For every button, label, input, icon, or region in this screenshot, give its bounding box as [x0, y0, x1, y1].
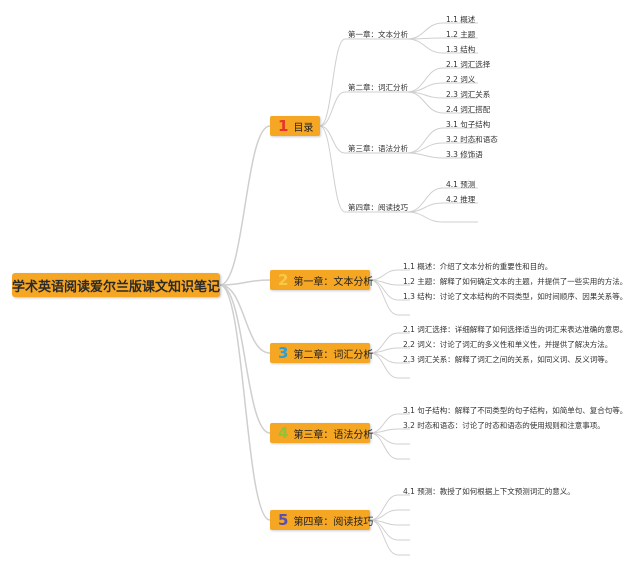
connector — [406, 211, 444, 223]
connector — [219, 279, 271, 286]
branch-chapter-2[interactable]: 3 第二章：词汇分析 — [270, 343, 374, 363]
toc-item[interactable]: 1.3 结构 — [446, 45, 476, 54]
connector — [406, 67, 444, 93]
connector — [369, 413, 399, 434]
note-item[interactable]: 3.2 时态和语态：讨论了时态和语态的使用规则和注意事项。 — [403, 421, 605, 430]
branch-chapter-3[interactable]: 4 第三章：语法分析 — [270, 423, 374, 443]
toc-item[interactable]: 4.2 推理 — [446, 195, 476, 204]
toc-item[interactable]: 3.1 句子结构 — [446, 120, 491, 129]
toc-item[interactable]: 2.4 词汇搭配 — [446, 105, 491, 114]
branch-number: 4 — [278, 424, 289, 442]
connector — [319, 125, 346, 213]
connector — [369, 509, 399, 521]
toc-item[interactable]: 1.2 主题 — [446, 30, 476, 39]
note-item[interactable]: 3.1 句子结构：解释了不同类型的句子结构，如简单句、复合句等。 — [403, 406, 628, 415]
connector — [369, 432, 399, 460]
connector — [219, 284, 271, 354]
toc-item[interactable]: 4.1 预测 — [446, 180, 476, 189]
root-node[interactable]: 学术英语阅读爱尔兰版课文知识笔记 — [12, 273, 220, 297]
connector — [406, 152, 444, 159]
toc-chapter[interactable]: 第四章：阅读技巧 — [348, 203, 408, 212]
branch-number: 3 — [278, 344, 289, 362]
toc-chapter[interactable]: 第一章：文本分析 — [348, 30, 408, 39]
note-item[interactable]: 2.2 词义：讨论了词汇的多义性和单义性，并提供了解决方法。 — [403, 340, 613, 349]
toc-item[interactable]: 3.3 修饰语 — [446, 150, 483, 159]
connector — [219, 284, 271, 521]
toc-chapter[interactable]: 第三章：语法分析 — [348, 144, 408, 153]
branch-label: 第二章：词汇分析 — [293, 349, 374, 361]
connector — [369, 494, 399, 521]
branch-number: 2 — [278, 271, 289, 289]
branch-number: 1 — [278, 117, 289, 135]
connector — [219, 284, 271, 434]
connector — [406, 38, 444, 54]
connector — [319, 38, 346, 127]
connector — [369, 269, 399, 281]
toc-item[interactable]: 3.2 时态和语态 — [446, 135, 498, 144]
connector — [406, 202, 444, 213]
connector — [219, 125, 271, 286]
toc-item[interactable]: 2.2 词义 — [446, 75, 476, 84]
connector — [369, 428, 399, 434]
connector — [369, 432, 399, 445]
root-title: 学术英语阅读爱尔兰版课文知识笔记 — [12, 279, 221, 295]
connector — [319, 125, 346, 154]
branch-toc[interactable]: 1 目录 — [270, 116, 320, 136]
branch-label: 第三章：语法分析 — [293, 429, 374, 441]
connector — [406, 22, 444, 40]
branch-chapter-4[interactable]: 5 第四章：阅读技巧 — [270, 510, 374, 530]
connector — [406, 187, 444, 213]
branch-label: 目录 — [293, 122, 314, 134]
branch-number: 5 — [278, 511, 289, 529]
branch-label: 第一章：文本分析 — [293, 276, 374, 288]
connector — [369, 352, 399, 364]
connector — [319, 91, 346, 127]
connector — [369, 279, 399, 316]
connector — [369, 519, 399, 556]
note-item[interactable]: 2.1 词汇选择：详细解释了如何选择适当的词汇来表达准确的意思。 — [403, 325, 628, 334]
toc-chapter[interactable]: 第二章：词汇分析 — [348, 83, 408, 92]
toc-item[interactable]: 2.3 词汇关系 — [446, 90, 491, 99]
toc-item[interactable]: 1.1 概述 — [446, 15, 476, 24]
connector — [406, 127, 444, 154]
connector — [369, 352, 399, 379]
connector — [406, 91, 444, 114]
note-item[interactable]: 4.1 预测：教授了如何根据上下文预测词汇的意义。 — [403, 487, 575, 496]
note-item[interactable]: 1.1 概述：介绍了文本分析的重要性和目的。 — [403, 262, 553, 271]
branch-chapter-1[interactable]: 2 第一章：文本分析 — [270, 270, 374, 290]
branch-label: 第四章：阅读技巧 — [293, 516, 374, 528]
note-item[interactable]: 1.2 主题：解释了如何确定文本的主题，并提供了一些实用的方法。 — [403, 277, 628, 286]
toc-item[interactable]: 2.1 词汇选择 — [446, 60, 491, 69]
connector — [406, 142, 444, 154]
note-item[interactable]: 2.3 词汇关系：解释了词汇之间的关系，如同义词、反义词等。 — [403, 355, 613, 364]
note-item[interactable]: 1.3 结构：讨论了文本结构的不同类型，如时间顺序、因果关系等。 — [403, 292, 628, 301]
